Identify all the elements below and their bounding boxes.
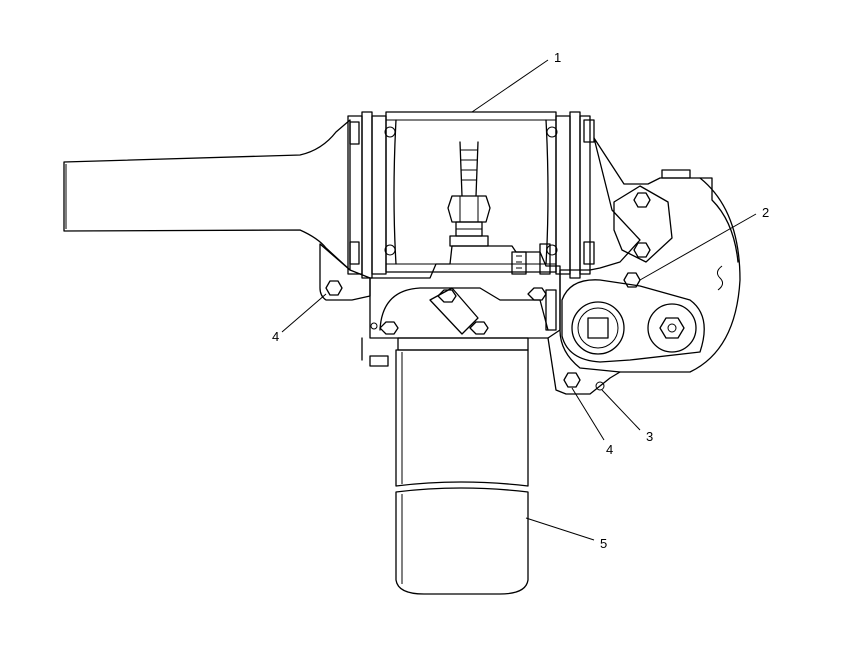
left-lower-bracket xyxy=(319,243,389,367)
callout-5: 5 xyxy=(600,536,607,551)
valve-block xyxy=(369,243,561,339)
callout-3: 3 xyxy=(646,429,653,444)
right-flange xyxy=(546,111,595,279)
lower-right-bracket xyxy=(547,337,621,395)
main-housing xyxy=(385,111,557,273)
drive-plate xyxy=(561,279,705,363)
callout-2: 2 xyxy=(762,205,769,220)
callout-4-right: 4 xyxy=(606,442,613,457)
callouts: 1 2 3 4 4 5 xyxy=(272,50,769,551)
gear-housing xyxy=(559,137,741,373)
left-flange xyxy=(347,111,396,279)
hose-fitting xyxy=(447,141,491,247)
mounting-arm xyxy=(63,119,351,271)
filter-canister xyxy=(395,337,529,595)
leader-lines xyxy=(281,59,757,541)
callout-4-left: 4 xyxy=(272,329,279,344)
callout-1: 1 xyxy=(554,50,561,65)
